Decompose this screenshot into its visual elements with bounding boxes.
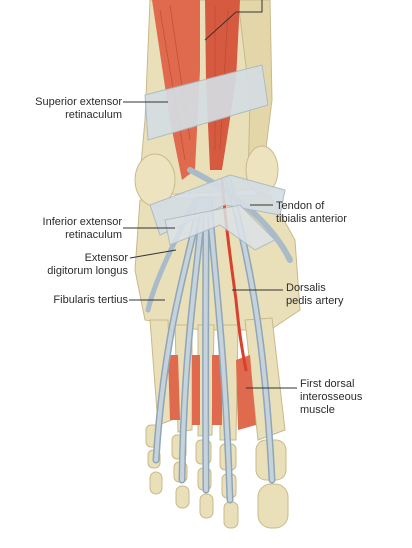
label-fibularis-tertius: Fibularis tertius: [14, 294, 128, 307]
label-line: retinaculum: [65, 229, 122, 241]
top-leaders: [204, 0, 263, 41]
interosseous-muscles: [168, 355, 256, 430]
label-tendon-tibialis-anterior: Tendon of tibialis anterior: [276, 200, 347, 226]
label-line: retinaculum: [65, 109, 122, 121]
label-inferior-extensor-retinaculum: Inferior extensor retinaculum: [14, 216, 122, 242]
label-line: Tendon of: [276, 200, 325, 212]
label-leaders: [123, 101, 297, 389]
label-line: First dorsal: [300, 378, 355, 390]
label-line: muscle: [300, 404, 335, 416]
label-superior-extensor-retinaculum: Superior extensor retinaculum: [14, 96, 122, 122]
superior-extensor-retinaculum-band: [144, 64, 269, 141]
label-line: digitorum longus: [47, 265, 128, 277]
label-line: interosseous: [300, 391, 363, 403]
label-line: Dorsalis: [286, 282, 326, 294]
label-line: Inferior extensor: [42, 216, 122, 228]
label-dorsalis-pedis-artery: Dorsalis pedis artery: [286, 282, 343, 308]
label-line: Fibularis tertius: [53, 294, 128, 306]
label-line: Superior extensor: [35, 96, 122, 108]
label-extensor-digitorum-longus: Extensor digitorum longus: [24, 252, 128, 278]
label-line: pedis artery: [286, 295, 344, 307]
inferior-extensor-retinaculum-band-lower: [164, 204, 276, 251]
label-first-dorsal-interosseous: First dorsal interosseous muscle: [300, 378, 362, 417]
label-line: tibialis anterior: [276, 213, 347, 225]
label-line: Extensor: [84, 252, 128, 264]
